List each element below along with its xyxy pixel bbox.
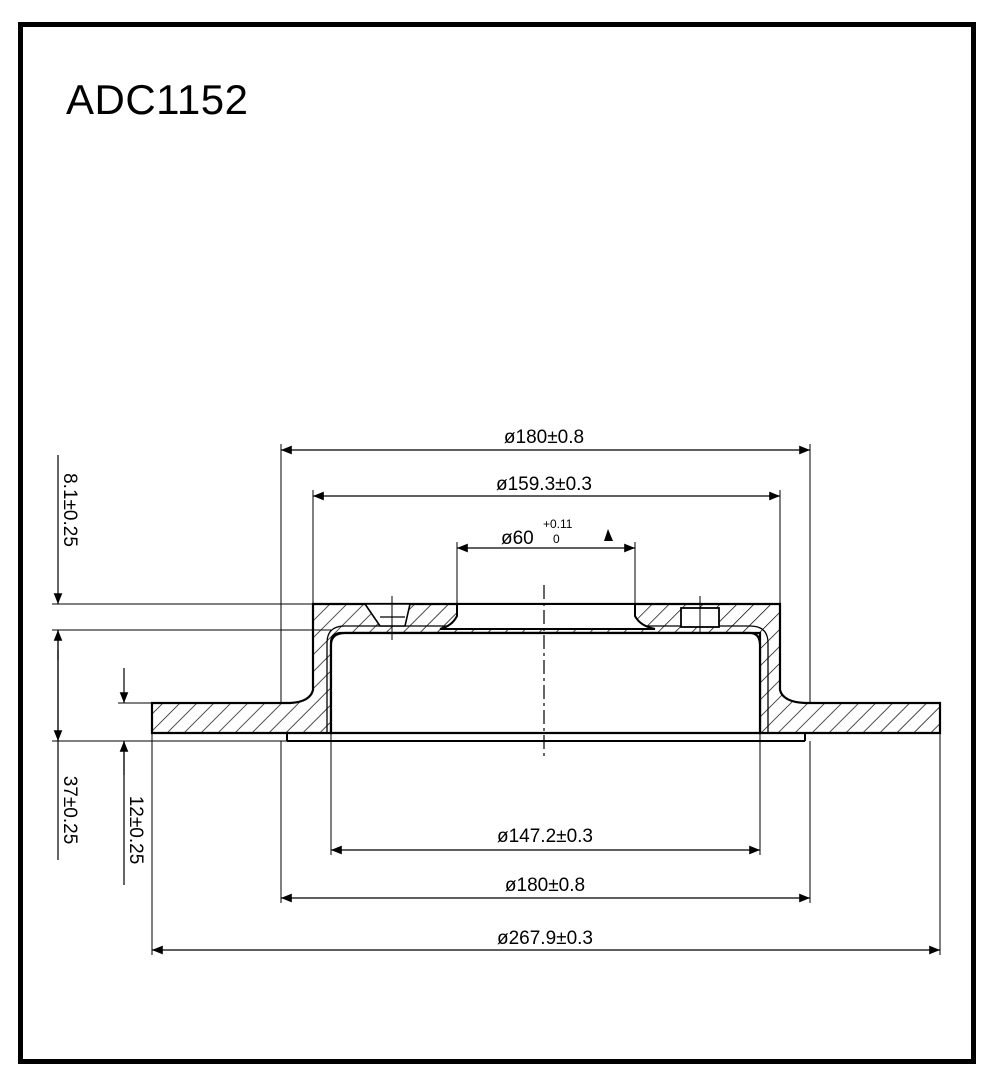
dim-text-60-upper-tol: +0.11: [543, 517, 573, 531]
dim-text-60-lower-tol: 0: [553, 532, 560, 546]
dim-text-147: ø147.2±0.3: [497, 826, 593, 847]
part-number-title: ADC1152: [66, 76, 249, 123]
dim-text-60: ø60: [501, 528, 534, 549]
hat-cavity: [329, 631, 762, 735]
drawing-frame: [18, 22, 976, 1064]
dim-text-overall-height: 37±0.25: [59, 776, 80, 845]
dim-text-159: ø159.3±0.3: [496, 474, 592, 495]
dim-text-180-bottom: ø180±0.8: [505, 875, 585, 896]
dim-text-180-top: ø180±0.8: [504, 427, 584, 448]
datum-triangle-icon: [604, 529, 613, 541]
disc-bottom-edge: [286, 733, 806, 742]
dim-text-hat-thickness: 8.1±0.25: [59, 473, 80, 547]
extension-lines: [52, 444, 941, 955]
bolt-hole-left: [363, 603, 412, 627]
center-bore: [439, 603, 656, 630]
dim-text-disc-thickness: 12±0.25: [125, 796, 146, 865]
dim-text-267: ø267.9±0.3: [497, 928, 593, 949]
